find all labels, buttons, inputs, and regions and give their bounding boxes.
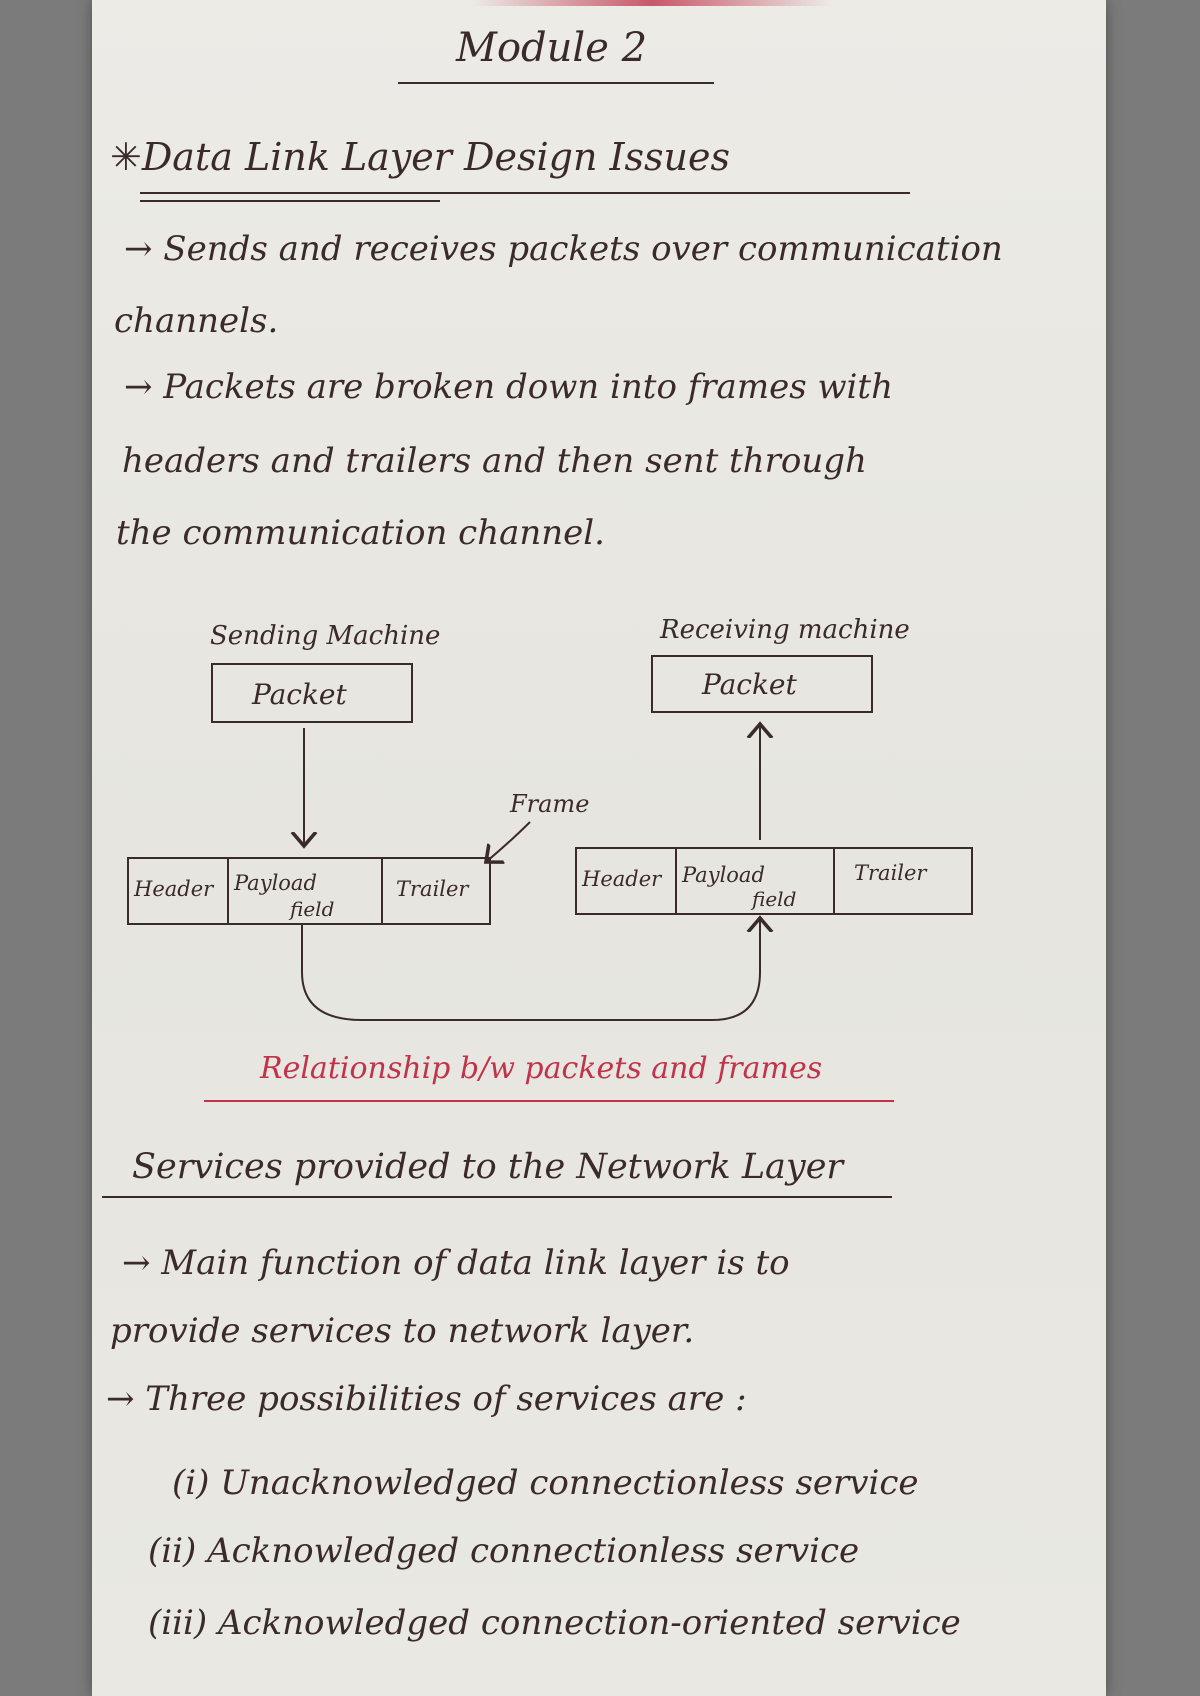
- page-edge-mark: [472, 0, 832, 6]
- left-frame-box: [127, 857, 491, 925]
- services-line-3: → Three possibilities of services are :: [106, 1379, 747, 1419]
- title-underline: [398, 82, 714, 84]
- receiving-packet-box: [651, 655, 873, 713]
- payload-connector-curve: [301, 918, 760, 1021]
- frame-pointer-arrow: [486, 821, 531, 862]
- sending-machine-label: Sending Machine: [210, 621, 440, 651]
- services-heading-underline: [102, 1196, 892, 1198]
- text-line-2: channels.: [114, 301, 279, 341]
- diagram-caption: Relationship b/w packets and frames: [260, 1051, 823, 1086]
- caption-underline: [204, 1100, 894, 1102]
- text-line-1: → Sends and receives packets over commun…: [124, 229, 1003, 269]
- left-trailer-cell: Trailer: [396, 877, 470, 901]
- text-line-5: the communication channel.: [116, 513, 605, 553]
- left-payload-cell: Payload: [233, 871, 317, 895]
- right-payload-field: field: [750, 887, 796, 911]
- service-item-2: (ii) Acknowledged connectionless service: [148, 1531, 860, 1571]
- receiving-machine-label: Receiving machine: [659, 615, 910, 645]
- right-header-cell: Header: [581, 867, 663, 891]
- bullet-asterisk-icon: ✳: [110, 135, 142, 179]
- service-item-3: (iii) Acknowledged connection-oriented s…: [148, 1603, 961, 1643]
- text-line-4: headers and trailers and then sent throu…: [122, 441, 867, 481]
- right-frame-box: [575, 847, 973, 915]
- service-item-1: (i) Unacknowledged connectionless servic…: [172, 1463, 919, 1503]
- packets-frames-diagram: Sending Machine Packet Receiving machine…: [127, 615, 973, 1021]
- right-trailer-cell: Trailer: [854, 861, 928, 885]
- left-payload-field: field: [288, 897, 334, 921]
- sending-packet-box: [211, 663, 413, 723]
- services-line-2: provide services to network layer.: [110, 1311, 695, 1351]
- right-payload-cell: Payload: [681, 863, 765, 887]
- frame-label: Frame: [509, 790, 589, 818]
- services-line-1: → Main function of data link layer is to: [122, 1243, 790, 1283]
- section-heading-services: Services provided to the Network Layer: [132, 1147, 844, 1187]
- receiving-packet-label: Packet: [701, 668, 797, 701]
- notebook-page: Module 2 ✳Data Link Layer Design Issues …: [92, 0, 1106, 1696]
- heading-underline-2: [140, 200, 440, 202]
- sending-packet-label: Packet: [251, 678, 347, 711]
- text-line-3: → Packets are broken down into frames wi…: [124, 367, 893, 407]
- page-title: Module 2: [456, 25, 648, 71]
- heading-underline: [140, 192, 910, 194]
- left-header-cell: Header: [133, 877, 215, 901]
- section-heading-design-issues: ✳Data Link Layer Design Issues: [110, 135, 730, 179]
